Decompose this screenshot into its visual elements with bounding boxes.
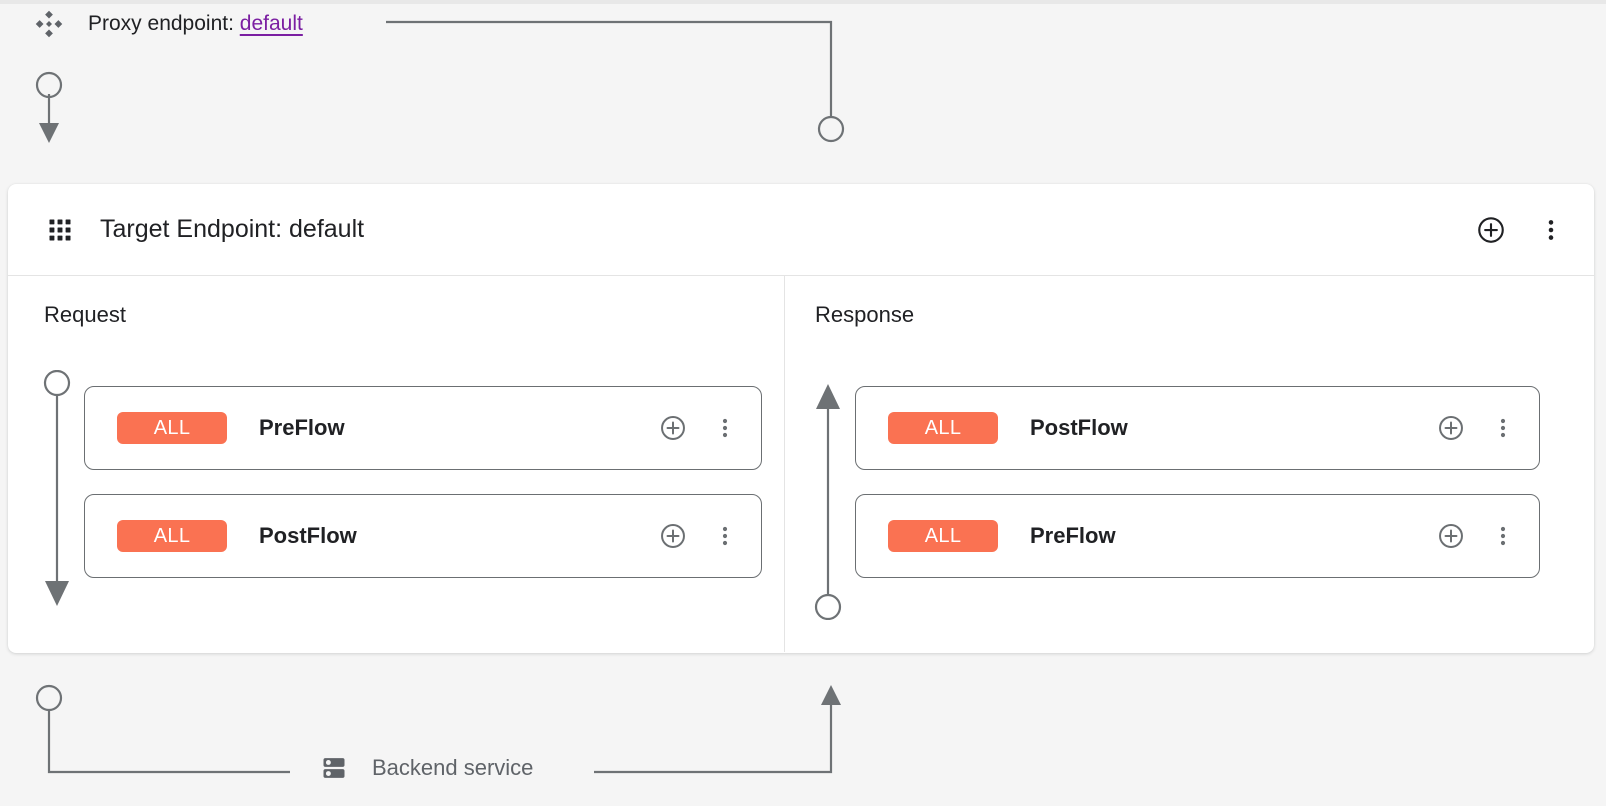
status-badge: ALL [117, 520, 227, 552]
flow-card-actions [1437, 414, 1515, 442]
target-exit-node [35, 684, 63, 712]
response-flow-cards: ALL PostFlow [855, 386, 1540, 578]
flow-card-label: PostFlow [1030, 415, 1128, 440]
apps-grid-icon [49, 219, 71, 240]
target-entry-node [35, 71, 63, 99]
backend-to-target-line [594, 696, 833, 774]
add-circle-icon[interactable] [1476, 215, 1506, 245]
more-vert-icon[interactable] [1491, 414, 1515, 442]
response-column: Response ALL PostFlow [785, 276, 1593, 652]
more-vert-icon[interactable] [1538, 215, 1564, 245]
flow-card-request-preflow[interactable]: ALL PreFlow [84, 386, 762, 470]
flow-card-label: PostFlow [259, 523, 357, 548]
flow-card-request-postflow[interactable]: ALL PostFlow [84, 494, 762, 578]
proxy-connector-node [817, 115, 845, 143]
add-circle-icon[interactable] [659, 522, 687, 550]
request-flow-cards: ALL PreFlow [84, 386, 762, 578]
top-divider [0, 0, 1606, 4]
proxy-endpoint-link[interactable]: default [239, 12, 303, 35]
proxy-endpoint-prefix: Proxy endpoint: [88, 12, 240, 35]
target-to-backend-line [47, 710, 290, 774]
server-icon [323, 758, 345, 778]
target-endpoint-actions [1476, 215, 1564, 245]
proxy-endpoint-header: Proxy endpoint: default [34, 7, 303, 41]
backend-return-arrowhead [821, 685, 841, 705]
response-column-title: Response [815, 302, 915, 327]
status-badge: ALL [117, 412, 227, 444]
page-title: Target Endpoint: default [100, 215, 365, 243]
add-circle-icon[interactable] [1437, 414, 1465, 442]
more-vert-icon[interactable] [1491, 522, 1515, 550]
more-vert-icon[interactable] [713, 522, 737, 550]
target-endpoint-header: Target Endpoint: default [8, 184, 1594, 276]
flow-card-actions [659, 414, 737, 442]
request-column: Request ALL PreFlow [8, 276, 785, 652]
flow-card-label: PreFlow [259, 415, 345, 440]
flow-card-response-postflow[interactable]: ALL PostFlow [855, 386, 1540, 470]
proxy-diamonds-icon [35, 10, 63, 38]
flow-card-actions [659, 522, 737, 550]
request-column-title: Request [44, 302, 126, 327]
status-badge: ALL [888, 520, 998, 552]
proxy-endpoint-label: Proxy endpoint: default [88, 9, 303, 39]
add-circle-icon[interactable] [1437, 522, 1465, 550]
status-badge: ALL [888, 412, 998, 444]
response-flow-rail [814, 384, 842, 620]
flow-card-response-preflow[interactable]: ALL PreFlow [855, 494, 1540, 578]
more-vert-icon[interactable] [713, 414, 737, 442]
add-circle-icon[interactable] [659, 414, 687, 442]
backend-service-label: Backend service [372, 755, 534, 780]
backend-service[interactable]: Backend service [320, 748, 533, 788]
request-flow-rail [43, 370, 71, 606]
flow-card-label: PreFlow [1030, 523, 1116, 548]
proxy-to-target-connector [386, 20, 833, 116]
flow-columns: Request ALL PreFlow [8, 276, 1594, 652]
target-endpoint-panel: Target Endpoint: default [8, 184, 1594, 653]
target-entry-arrowhead [39, 123, 59, 143]
flow-card-actions [1437, 522, 1515, 550]
